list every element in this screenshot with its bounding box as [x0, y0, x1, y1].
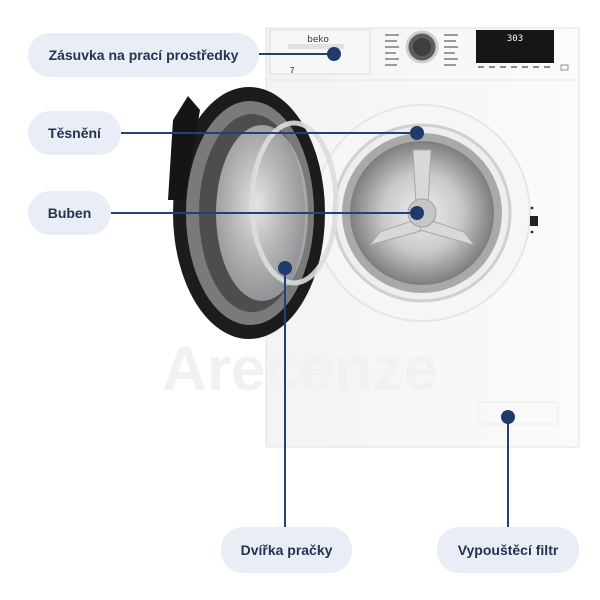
- callout-seal: Těsnění: [28, 111, 121, 155]
- brand-logo: beko: [307, 35, 329, 45]
- callout-drain-filter: Vypouštěcí filtr: [437, 527, 579, 573]
- detergent-drawer-front: [269, 29, 371, 75]
- callout-label: Buben: [47, 205, 92, 221]
- marker-drain-filter: [501, 410, 515, 424]
- door-status-indicators: [530, 206, 538, 234]
- display-readout: 303: [507, 34, 523, 44]
- callout-label: Těsnění: [48, 125, 101, 141]
- program-list-left: [385, 34, 399, 66]
- watermark: Arecenze: [162, 335, 438, 404]
- leader-lines: [111, 53, 509, 527]
- callout-label: Vypouštěcí filtr: [457, 542, 559, 558]
- callout-label: Dvířka pračky: [240, 542, 333, 558]
- callout-label: Zásuvka na prací prostředky: [48, 47, 239, 63]
- capacity-badge: 7: [290, 66, 295, 75]
- marker-drum: [410, 206, 424, 220]
- filter-hatch[interactable]: [477, 401, 559, 425]
- callout-door: Dvířka pračky: [221, 527, 352, 573]
- marker-seal: [410, 126, 424, 140]
- program-list-right: [444, 34, 458, 66]
- control-panel: beko 7 303: [269, 29, 569, 75]
- marker-detergent-drawer: [327, 47, 341, 61]
- markers: [278, 47, 515, 424]
- marker-door: [278, 261, 292, 275]
- callout-detergent-drawer: Zásuvka na prací prostředky: [28, 33, 259, 77]
- digital-display: [476, 30, 554, 63]
- callout-drum: Buben: [28, 191, 111, 235]
- function-buttons[interactable]: [478, 66, 550, 68]
